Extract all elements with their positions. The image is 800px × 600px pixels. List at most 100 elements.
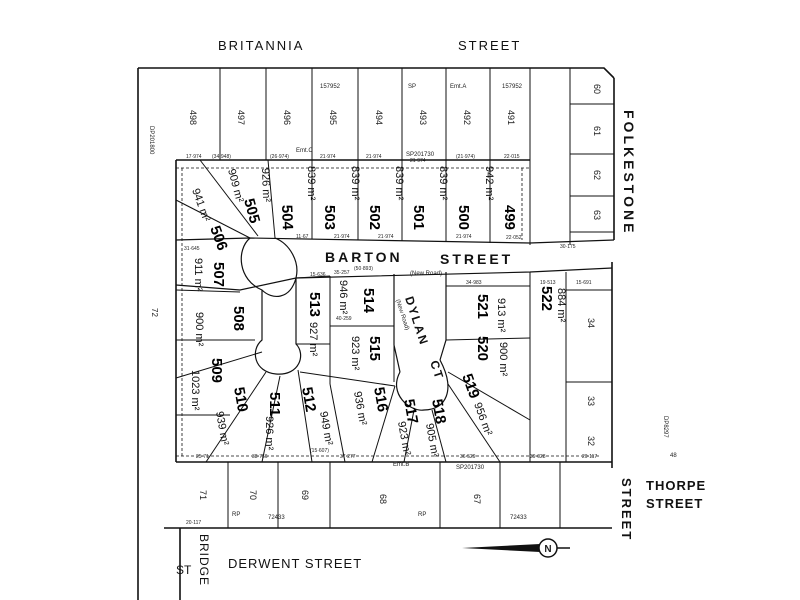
svg-text:157952: 157952 xyxy=(320,84,341,90)
lot-509: 509 1023 m² xyxy=(189,358,225,411)
svg-text:515: 515 xyxy=(366,336,383,361)
svg-text:35·257: 35·257 xyxy=(334,270,350,276)
barton-street-suffix: STREET xyxy=(440,251,513,267)
existing-lot-lines-top xyxy=(219,68,614,245)
lot-508: 508 900 m² xyxy=(193,306,247,347)
svg-text:905 m²: 905 m² xyxy=(423,422,441,458)
lot-518: 518 905 m² xyxy=(423,398,449,459)
lot-497: 497 xyxy=(236,110,246,125)
lot-67: 67 xyxy=(472,494,482,504)
lot-494: 494 xyxy=(374,110,384,125)
derwent-street-label: DERWENT STREET xyxy=(228,556,362,571)
svg-text:923 m²: 923 m² xyxy=(395,420,413,456)
svg-text:942 m²: 942 m² xyxy=(483,166,495,201)
lot-511: 511 926 m² xyxy=(263,392,283,451)
lot-521: 521 913 m² xyxy=(474,294,507,333)
lot-501: 501 839 m² xyxy=(393,166,427,230)
existing-lot-labels: 498 497 496 495 494 493 492 491 60 61 62… xyxy=(188,84,602,504)
svg-text:839 m²: 839 m² xyxy=(437,166,449,201)
svg-text:927 m²: 927 m² xyxy=(307,322,319,357)
svg-text:936 m²: 936 m² xyxy=(351,390,369,426)
lot-516: 516 936 m² xyxy=(351,386,391,427)
lot-491: 491 xyxy=(506,110,516,125)
lot-70: 70 xyxy=(248,490,258,500)
lot-519: 519 956 m² xyxy=(458,372,494,438)
svg-text:884 m²: 884 m² xyxy=(555,288,567,323)
svg-text:502: 502 xyxy=(366,205,383,230)
svg-text:501: 501 xyxy=(410,205,427,230)
svg-text:20·117: 20·117 xyxy=(186,520,201,526)
svg-text:513: 513 xyxy=(306,292,323,317)
svg-text:508: 508 xyxy=(230,306,247,331)
lot-512: 512 949 m² xyxy=(298,386,335,447)
svg-text:516: 516 xyxy=(370,386,391,414)
svg-text:520: 520 xyxy=(474,336,491,361)
svg-text:946 m²: 946 m² xyxy=(337,280,349,315)
svg-text:22·052: 22·052 xyxy=(506,235,522,241)
svg-text:509: 509 xyxy=(208,358,225,383)
svg-text:517: 517 xyxy=(400,398,421,426)
svg-text:DP8297: DP8297 xyxy=(662,416,668,438)
barton-street-label: BARTON xyxy=(325,249,403,265)
easement-lines xyxy=(176,167,600,457)
svg-text:RP: RP xyxy=(232,512,240,518)
lot-34: 34 xyxy=(586,318,596,328)
svg-text:38·756: 38·756 xyxy=(252,454,268,460)
svg-text:518: 518 xyxy=(428,398,449,426)
svg-text:519: 519 xyxy=(458,372,483,401)
svg-text:40·259: 40·259 xyxy=(336,316,352,322)
lot-505: 505 909 m² xyxy=(225,168,263,226)
svg-text:511: 511 xyxy=(266,392,283,416)
britannia-street-suffix: STREET xyxy=(458,38,521,53)
svg-text:31·645: 31·645 xyxy=(184,246,200,252)
svg-text:SP201730: SP201730 xyxy=(456,465,485,471)
lot-522: 522 884 m² xyxy=(538,286,567,323)
north-label: N xyxy=(544,544,551,555)
svg-text:839 m²: 839 m² xyxy=(349,166,361,201)
lot-499: 499 942 m² xyxy=(483,166,518,230)
svg-text:37·277: 37·277 xyxy=(340,454,356,460)
dimension-labels: 17·974 (34·948) (26·974) 21·974 21·974 2… xyxy=(184,154,597,526)
thorpe-street-vertical: STREET xyxy=(619,478,634,541)
svg-text:909 m²: 909 m² xyxy=(225,168,246,205)
svg-text:522: 522 xyxy=(538,286,555,311)
svg-text:512: 512 xyxy=(298,386,319,414)
lot-492: 492 xyxy=(462,110,472,125)
svg-text:900 m²: 900 m² xyxy=(497,342,509,377)
lot-507: 507 911 m² xyxy=(192,258,227,292)
svg-text:48: 48 xyxy=(670,453,677,459)
lot-502: 502 839 m² xyxy=(349,166,383,230)
svg-text:521: 521 xyxy=(474,294,491,319)
svg-text:21·974: 21·974 xyxy=(456,234,472,240)
svg-text:507: 507 xyxy=(210,262,227,287)
svg-text:157952: 157952 xyxy=(502,84,523,90)
bridge-street-label: BRIDGE xyxy=(197,534,211,586)
svg-text:21·974: 21·974 xyxy=(320,154,336,160)
svg-text:22·015: 22·015 xyxy=(504,154,520,160)
lot-513: 513 927 m² xyxy=(306,292,323,357)
north-arrow: N xyxy=(462,538,570,558)
svg-text:20·117: 20·117 xyxy=(582,454,597,460)
thorpe-street-label: THORPE xyxy=(646,478,706,493)
svg-text:21·974: 21·974 xyxy=(366,154,382,160)
svg-text:SP201730: SP201730 xyxy=(406,152,435,158)
svg-text:926 m²: 926 m² xyxy=(259,168,272,203)
svg-text:941 m²: 941 m² xyxy=(189,187,212,224)
lot-500: 500 839 m² xyxy=(437,166,472,230)
lot-493: 493 xyxy=(418,110,428,125)
thorpe-street-suffix: STREET xyxy=(646,496,703,511)
lot-517: 517 923 m² xyxy=(395,398,421,457)
svg-text:(21·974): (21·974) xyxy=(456,154,475,160)
plan-references: 157952 SP Emt.A 157952 Emt.C SP201730 Em… xyxy=(148,84,677,521)
svg-text:499: 499 xyxy=(501,205,518,230)
svg-text:Emt.B: Emt.B xyxy=(393,462,409,468)
lot-69: 69 xyxy=(300,490,310,500)
svg-text:839 m²: 839 m² xyxy=(393,166,405,201)
svg-text:34·983: 34·983 xyxy=(466,280,482,286)
svg-text:923 m²: 923 m² xyxy=(349,336,361,371)
lot-495: 495 xyxy=(328,110,338,125)
svg-text:939 m²: 939 m² xyxy=(213,410,231,446)
svg-text:72433: 72433 xyxy=(510,515,527,521)
lot-496: 496 xyxy=(282,110,292,125)
